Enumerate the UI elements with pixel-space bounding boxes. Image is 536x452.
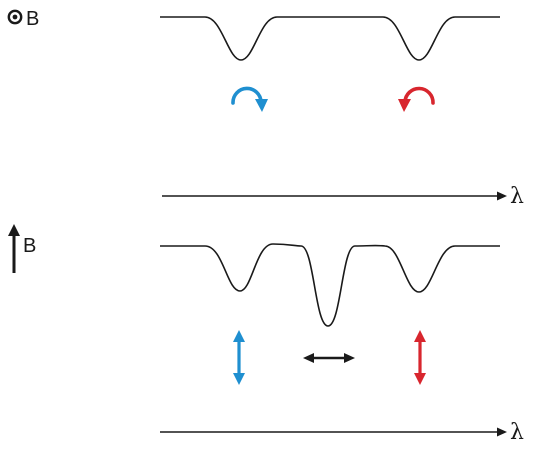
top-axis-arrowhead — [497, 191, 507, 201]
pi-linear-arrow-icon — [303, 353, 355, 363]
bottom-axis-arrowhead — [497, 427, 507, 437]
sigma-minus-circular-arrow-icon — [231, 86, 268, 112]
bottom-spectrum-curve — [160, 243, 500, 327]
sigma-plus-linear-arrow-icon — [414, 330, 426, 385]
sigma-minus-linear-arrow-icon — [233, 330, 245, 385]
top-field-label: B — [26, 8, 39, 30]
top-axis-label: λ — [510, 184, 524, 209]
bottom-axis-label: λ — [510, 420, 524, 445]
dot-in-circle-icon — [7, 9, 23, 25]
bottom-panel: B λ — [8, 224, 524, 445]
bottom-field-label: B — [23, 235, 36, 257]
up-arrow-icon — [8, 224, 20, 273]
top-spectrum-curve — [160, 16, 500, 61]
top-panel: B λ — [7, 8, 524, 209]
sigma-plus-circular-arrow-icon — [398, 86, 435, 112]
